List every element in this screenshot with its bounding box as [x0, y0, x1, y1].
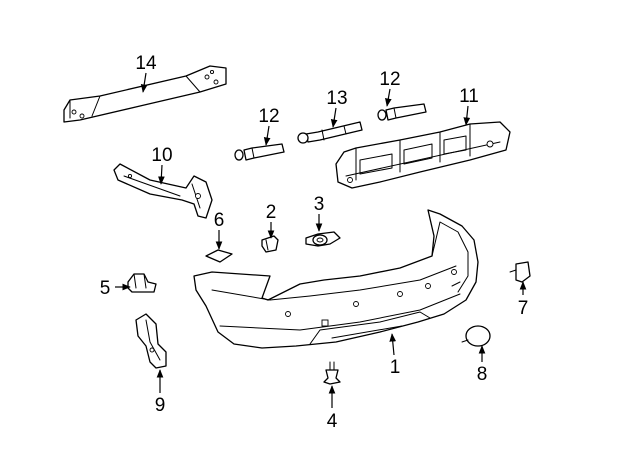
- leader-lines: [115, 72, 527, 408]
- callout-5: 5: [100, 278, 111, 299]
- callout-12-right: 12: [379, 69, 400, 90]
- part-bolt: [323, 361, 341, 385]
- part-pad: [205, 249, 233, 263]
- part-spacer-middle: [297, 121, 363, 144]
- part-side-bracket: [135, 313, 167, 369]
- part-retainer: [127, 273, 157, 293]
- part-sensor-retainer: [305, 231, 341, 247]
- callout-12-left: 12: [258, 106, 279, 127]
- callout-10: 10: [151, 145, 172, 166]
- callout-8: 8: [477, 364, 488, 385]
- callout-4: 4: [327, 411, 338, 432]
- callout-1: 1: [390, 357, 401, 378]
- callout-7: 7: [518, 298, 529, 319]
- part-energy-absorber: [335, 121, 511, 189]
- callout-3: 3: [314, 194, 325, 215]
- callout-2: 2: [266, 202, 277, 223]
- part-spacer-left: [234, 143, 285, 161]
- callout-6: 6: [214, 210, 225, 231]
- part-bracket: [113, 163, 213, 219]
- part-spacer-right: [377, 103, 427, 121]
- part-clip: [261, 235, 279, 253]
- callout-11: 11: [459, 86, 479, 107]
- callout-14: 14: [135, 53, 157, 74]
- part-bumper-cover: [193, 209, 479, 349]
- callout-13: 13: [326, 88, 347, 109]
- part-impact-bar: [63, 65, 227, 123]
- callout-9: 9: [155, 395, 166, 416]
- part-tow-hook-cover: [461, 325, 491, 347]
- part-sensor-bracket: [509, 261, 531, 283]
